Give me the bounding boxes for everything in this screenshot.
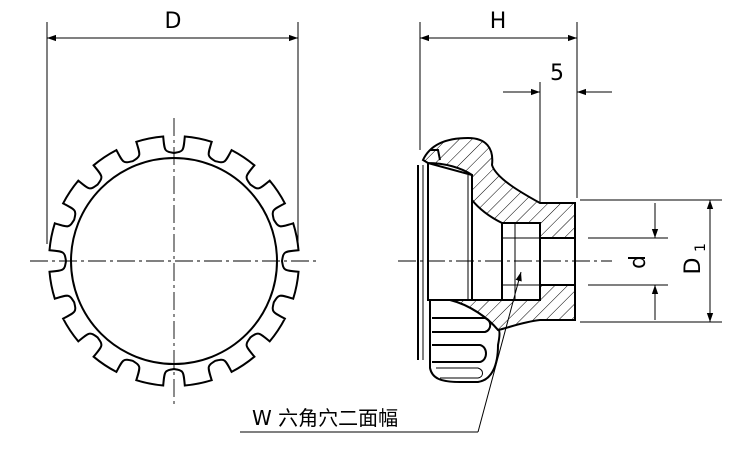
front-view: D [30, 9, 318, 405]
hex-callout-leader [477, 271, 522, 433]
upper-lobe-notch [430, 149, 441, 161]
dimension-label-d1-group: D 1 [681, 243, 709, 274]
shaft-bore [539, 237, 576, 286]
dimension-label-h: H [490, 9, 507, 34]
dimension-label-small-d: d [626, 255, 651, 269]
knurled-outer-profile [48, 135, 300, 387]
lower-lobe-groove-1 [432, 317, 492, 333]
hex-socket-bore [501, 222, 541, 301]
side-section-view: H 5 d D 1 W 六角穴二面幅 [240, 9, 722, 433]
dimension-label-d1-subscript: 1 [693, 243, 709, 252]
dimension-label-5: 5 [550, 61, 564, 86]
hex-socket-callout-label: W 六角穴二面幅 [252, 406, 398, 430]
lower-lobe-groove-2 [432, 344, 487, 363]
dimension-label-d: D [165, 9, 182, 34]
face-recess [427, 161, 473, 301]
lower-lobe-groove-3 [436, 367, 483, 379]
dimension-label-d1: D [681, 258, 706, 275]
